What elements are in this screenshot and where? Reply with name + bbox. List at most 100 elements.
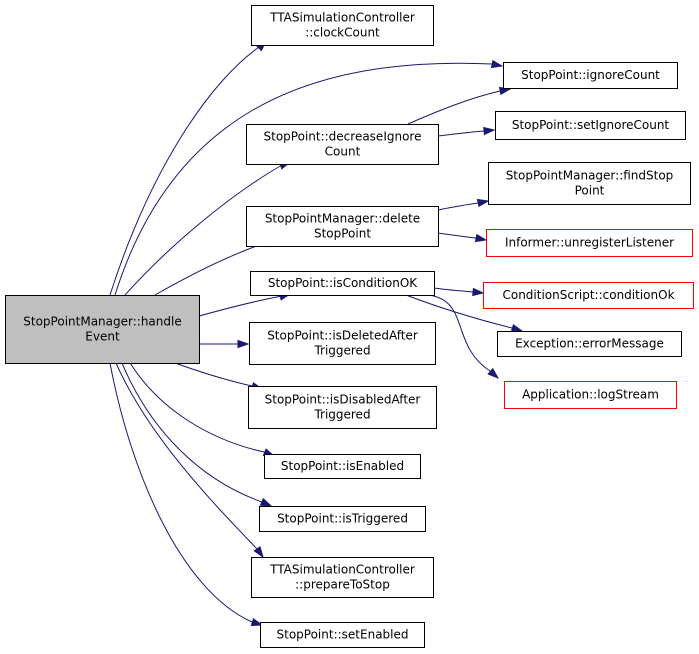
- node-box: [495, 111, 686, 140]
- node-box: [264, 454, 421, 479]
- node-label-line: StopPoint::setIgnoreCount: [512, 118, 670, 132]
- edge-line-tail: [280, 164, 283, 166]
- edge-line: [124, 164, 283, 296]
- edge-handleEvent-to-prepareToStop: [115, 362, 264, 559]
- node-label-line: StopPoint::isConditionOK: [268, 276, 418, 290]
- node-box: [497, 331, 682, 357]
- node-box: [249, 322, 436, 365]
- edge-line: [129, 362, 265, 453]
- edge-handleEvent-to-isDisabledAfterTriggered: [174, 362, 264, 391]
- node-label-line: StopPoint::ignoreCount: [521, 68, 660, 82]
- edge-isConditionOK-to-logStream: [427, 294, 500, 379]
- node-label-line: Count: [325, 145, 361, 159]
- edge-line: [433, 287, 474, 293]
- node-label-line: ConditionScript::conditionOk: [502, 288, 674, 302]
- arrowhead: [237, 339, 250, 349]
- edge-handleEvent-to-isDeletedAfterTriggered: [199, 339, 250, 349]
- node-box: [251, 557, 434, 598]
- arrowhead: [259, 497, 273, 507]
- node-setEnabled[interactable]: StopPoint::setEnabled: [260, 622, 425, 648]
- node-label-line: Exception::errorMessage: [515, 337, 664, 351]
- edge-line: [437, 232, 477, 239]
- node-box: [250, 271, 435, 296]
- node-label-line: TTASimulationController: [269, 11, 415, 25]
- arrowhead: [490, 59, 504, 69]
- edge-line: [109, 44, 263, 296]
- edge-handleEvent-to-clockCount: [109, 39, 268, 296]
- edge-handleEvent-to-setEnabled: [109, 362, 264, 627]
- node-label-line: StopPoint::isDeletedAfter: [267, 329, 418, 343]
- arrowhead: [510, 323, 524, 333]
- node-label-line: Triggered: [313, 408, 370, 422]
- node-box: [246, 206, 439, 247]
- node-conditionOk[interactable]: ConditionScript::conditionOk: [483, 282, 694, 309]
- node-label-line: StopPointManager::findStop: [506, 169, 674, 183]
- node-box: [248, 386, 437, 429]
- node-setIgnoreCount[interactable]: StopPoint::setIgnoreCount: [495, 111, 686, 140]
- arrowhead: [474, 233, 488, 243]
- node-errorMessage[interactable]: Exception::errorMessage: [497, 331, 682, 357]
- node-box: [260, 622, 425, 648]
- arrowhead: [483, 126, 496, 136]
- node-box: [246, 124, 439, 165]
- node-logStream[interactable]: Application::logStream: [504, 381, 677, 409]
- edge-line: [405, 294, 513, 329]
- edge-handleEvent-to-isTriggered: [121, 362, 273, 507]
- node-box: [504, 381, 677, 409]
- edge-line: [114, 62, 493, 296]
- node-isTriggered[interactable]: StopPoint::isTriggered: [259, 506, 426, 532]
- node-ignoreCount[interactable]: StopPoint::ignoreCount: [503, 62, 678, 89]
- node-label-line: StopPoint::isTriggered: [277, 512, 408, 526]
- node-box: [488, 162, 691, 205]
- nodes-layer: StopPointManager::handleEventTTASimulati…: [5, 5, 694, 648]
- node-label-line: StopPoint::isEnabled: [281, 459, 404, 473]
- edge-line: [437, 202, 479, 211]
- node-box: [503, 62, 678, 89]
- node-label-line: Event: [85, 330, 120, 344]
- node-box: [483, 282, 694, 309]
- edge-line-tail: [256, 548, 259, 551]
- node-label-line: StopPoint: [314, 227, 371, 241]
- node-label-line: TTASimulationController: [269, 563, 415, 577]
- edge-isConditionOK-to-conditionOk: [433, 287, 485, 297]
- node-box: [259, 506, 426, 532]
- node-label-line: Point: [575, 184, 605, 198]
- node-label-line: Application::logStream: [522, 388, 659, 402]
- node-label-line: StopPointManager::handle: [23, 315, 181, 329]
- node-box: [486, 229, 693, 257]
- edge-line: [154, 242, 266, 296]
- node-box: [251, 5, 434, 46]
- node-isConditionOK[interactable]: StopPoint::isConditionOK: [250, 271, 435, 296]
- node-label-line: StopPoint::setEnabled: [277, 628, 409, 642]
- arrowhead: [253, 546, 264, 559]
- node-label-line: StopPoint::decreaseIgnore: [264, 130, 422, 144]
- node-prepareToStop[interactable]: TTASimulationController::prepareToStop: [251, 557, 434, 598]
- arrowhead: [476, 198, 490, 208]
- node-box: [5, 295, 200, 364]
- node-label-line: ::clockCount: [305, 26, 380, 40]
- node-clockCount[interactable]: TTASimulationController::clockCount: [251, 5, 434, 46]
- edge-line: [427, 294, 491, 372]
- node-isEnabled[interactable]: StopPoint::isEnabled: [264, 454, 421, 479]
- edge-decreaseIgnoreCount-to-setIgnoreCount: [437, 126, 496, 137]
- edge-handleEvent-to-isConditionOK: [184, 292, 292, 321]
- edge-line: [407, 90, 501, 125]
- edge-line: [109, 362, 253, 623]
- node-label-line: Triggered: [313, 344, 370, 358]
- edge-line: [174, 362, 253, 387]
- node-label-line: ::prepareToStop: [295, 578, 390, 592]
- arrowhead: [487, 367, 500, 379]
- edge-decreaseIgnoreCount-to-ignoreCount: [407, 86, 512, 125]
- edge-line: [115, 362, 259, 551]
- node-unregisterListener[interactable]: Informer::unregisterListener: [486, 229, 693, 257]
- edge-line: [437, 130, 485, 137]
- node-label-line: StopPointManager::delete: [265, 212, 420, 226]
- arrowhead: [472, 287, 485, 297]
